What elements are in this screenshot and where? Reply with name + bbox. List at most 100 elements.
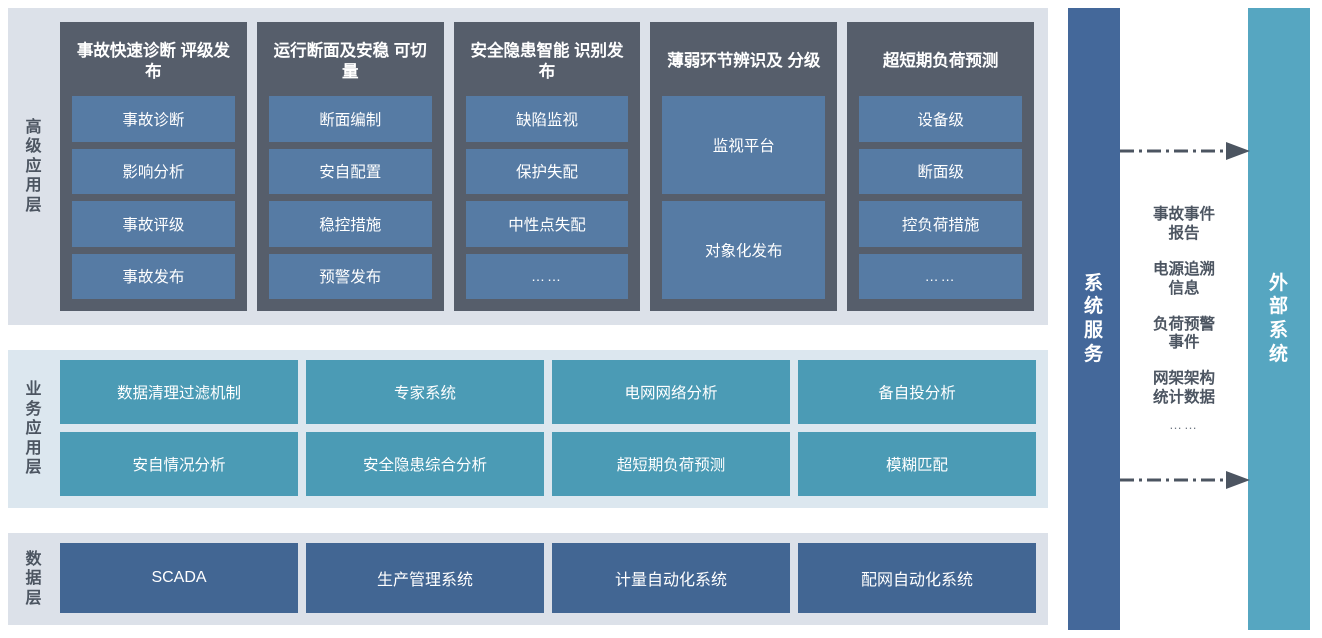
advanced-item-ellipsis[interactable]: …… <box>465 253 629 299</box>
advanced-column-safety-hazard[interactable]: 安全隐患智能 识别发布 缺陷监视 保护失配 中性点失配 …… <box>453 22 641 311</box>
flow-label-accident-event-report: 事故事件 报告 <box>1153 206 1215 244</box>
data-source-item[interactable]: SCADA <box>60 543 298 613</box>
flow-label-line: 负荷预警 <box>1152 315 1215 333</box>
advanced-item[interactable]: 设备级 <box>859 96 1022 142</box>
column-title-line: 安全隐患智能 <box>470 41 570 60</box>
layer-label-char: 务 <box>25 400 43 418</box>
column-title-line: 超短期负荷预测 <box>882 52 999 71</box>
advanced-item[interactable]: 预警发布 <box>268 253 432 299</box>
flow-label-line: 信息 <box>1168 279 1200 297</box>
layer-label-char: 应 <box>25 157 43 175</box>
layer-business-application: 业 务 应 用 层 数据清理过滤机制 专家系统 电网网络分析 备自投分析 安自情… <box>8 350 1048 508</box>
business-item[interactable]: 备自投分析 <box>798 360 1036 424</box>
column-items: 缺陷监视 保护失配 中性点失配 …… <box>465 96 629 299</box>
column-title-line: 事故快速诊断 <box>76 41 176 60</box>
layer-label-char: 业 <box>25 381 43 399</box>
advanced-column-weak-link[interactable]: 薄弱环节辨识及 分级 监视平台 对象化发布 <box>650 22 838 311</box>
flow-label-load-warning-event: 负荷预警 事件 <box>1153 316 1215 354</box>
column-title: 运行断面及安稳 可切量 <box>269 40 432 84</box>
flow-label-line: 事件 <box>1168 334 1200 352</box>
advanced-item[interactable]: 缺陷监视 <box>465 96 629 142</box>
column-title: 薄弱环节辨识及 分级 <box>662 40 825 84</box>
layer-label-business: 业 务 应 用 层 <box>8 350 60 508</box>
arrow-bottom-icon <box>1120 471 1250 489</box>
advanced-item[interactable]: 监视平台 <box>662 96 826 194</box>
business-item[interactable]: 安自情况分析 <box>60 432 298 496</box>
layer-label-char: 数 <box>25 550 43 568</box>
business-item[interactable]: 超短期负荷预测 <box>552 432 790 496</box>
system-service-bar[interactable]: 系 统 服 务 <box>1068 8 1120 630</box>
layer-label-char: 用 <box>25 439 43 457</box>
layer-label-char: 高 <box>25 118 43 136</box>
column-items: 设备级 断面级 控负荷措施 …… <box>859 96 1022 299</box>
advanced-item[interactable]: 断面编制 <box>268 96 432 142</box>
column-title-line: 评级发布 <box>145 41 230 81</box>
column-items: 监视平台 对象化发布 <box>662 96 826 299</box>
external-system-bar[interactable]: 外 部 系 统 <box>1248 8 1310 630</box>
data-source-item[interactable]: 计量自动化系统 <box>552 543 790 613</box>
flow-label-grid-structure-stats: 网架架构 统计数据 <box>1153 370 1215 408</box>
column-title-line: 识别发布 <box>538 41 624 81</box>
advanced-column-accident-diagnosis[interactable]: 事故快速诊断 评级发布 事故诊断 影响分析 事故评级 事故发布 <box>60 22 247 311</box>
layer-advanced-application: 高 级 应 用 层 事故快速诊断 评级发布 事故诊断 影响分析 事 <box>8 8 1048 325</box>
column-title-line: 运行断面及安稳 <box>273 41 390 60</box>
data-source-item[interactable]: 配网自动化系统 <box>798 543 1036 613</box>
system-service-label-char: 统 <box>1083 296 1104 318</box>
advanced-item[interactable]: 稳控措施 <box>268 201 432 247</box>
layer-label-char: 据 <box>25 570 43 588</box>
advanced-item[interactable]: 事故诊断 <box>72 96 235 142</box>
advanced-column-operation-section[interactable]: 运行断面及安稳 可切量 断面编制 安自配置 稳控措施 预警发布 <box>256 22 444 311</box>
flow-label-line: 电源追溯 <box>1152 260 1215 278</box>
layer-label-char: 层 <box>25 196 43 214</box>
column-title-line: 可切量 <box>341 41 427 81</box>
advanced-item[interactable]: 断面级 <box>859 148 1022 194</box>
flow-label-line: 网架架构 <box>1152 370 1215 388</box>
column-title: 安全隐患智能 识别发布 <box>466 40 629 84</box>
system-service-label-char: 系 <box>1083 272 1104 294</box>
advanced-item[interactable]: 中性点失配 <box>465 201 629 247</box>
business-item[interactable]: 专家系统 <box>306 360 544 424</box>
advanced-item-ellipsis[interactable]: …… <box>859 253 1022 299</box>
flow-label-power-trace-info: 电源追溯 信息 <box>1153 261 1215 299</box>
advanced-item[interactable]: 控负荷措施 <box>859 201 1022 247</box>
system-service-label-char: 务 <box>1083 343 1104 365</box>
column-title: 事故快速诊断 评级发布 <box>72 40 235 84</box>
advanced-item[interactable]: 事故评级 <box>72 201 235 247</box>
column-items: 断面编制 安自配置 稳控措施 预警发布 <box>268 96 432 299</box>
business-item[interactable]: 模糊匹配 <box>798 432 1036 496</box>
flow-label-column: 事故事件 报告 电源追溯 信息 负荷预警 事件 网架架构 统计数据 …… <box>1120 8 1248 630</box>
external-system-label-char: 系 <box>1268 320 1289 341</box>
advanced-item[interactable]: 对象化发布 <box>662 201 826 299</box>
advanced-item[interactable]: 安自配置 <box>268 148 432 194</box>
external-system-label-char: 部 <box>1268 296 1289 318</box>
layer-label-char: 级 <box>25 138 43 156</box>
advanced-item[interactable]: 保护失配 <box>465 148 629 194</box>
system-service-label-char: 服 <box>1083 320 1104 341</box>
system-service-label: 系 统 服 务 <box>1084 272 1104 367</box>
business-item[interactable]: 电网网络分析 <box>552 360 790 424</box>
column-title-line: 分级 <box>787 52 821 71</box>
business-grid: 数据清理过滤机制 专家系统 电网网络分析 备自投分析 安自情况分析 安全隐患综合… <box>60 350 1048 508</box>
advanced-column-load-forecast[interactable]: 超短期负荷预测 设备级 断面级 控负荷措施 …… <box>847 22 1034 311</box>
layer-label-char: 层 <box>25 459 43 477</box>
flow-label-line: 事故事件 <box>1152 205 1215 223</box>
advanced-columns: 事故快速诊断 评级发布 事故诊断 影响分析 事故评级 事故发布 运行断面及安稳 … <box>60 8 1048 325</box>
external-system-label: 外 部 系 统 <box>1269 272 1289 367</box>
data-sources: SCADA 生产管理系统 计量自动化系统 配网自动化系统 <box>60 533 1048 625</box>
layer-label-char: 用 <box>25 177 43 195</box>
layer-label-char: 应 <box>25 420 43 438</box>
flow-label-line: 统计数据 <box>1152 389 1215 407</box>
external-system-label-char: 统 <box>1268 343 1289 365</box>
business-item[interactable]: 数据清理过滤机制 <box>60 360 298 424</box>
column-items: 事故诊断 影响分析 事故评级 事故发布 <box>72 96 235 299</box>
column-title-line: 薄弱环节辨识及 <box>667 52 783 71</box>
data-source-item[interactable]: 生产管理系统 <box>306 543 544 613</box>
layer-label-char: 层 <box>25 589 43 607</box>
advanced-item[interactable]: 影响分析 <box>72 148 235 194</box>
column-title: 超短期负荷预测 <box>859 40 1022 84</box>
flow-label-ellipsis: …… <box>1169 417 1199 433</box>
advanced-item[interactable]: 事故发布 <box>72 253 235 299</box>
business-item[interactable]: 安全隐患综合分析 <box>306 432 544 496</box>
layer-label-data: 数 据 层 <box>8 533 60 625</box>
